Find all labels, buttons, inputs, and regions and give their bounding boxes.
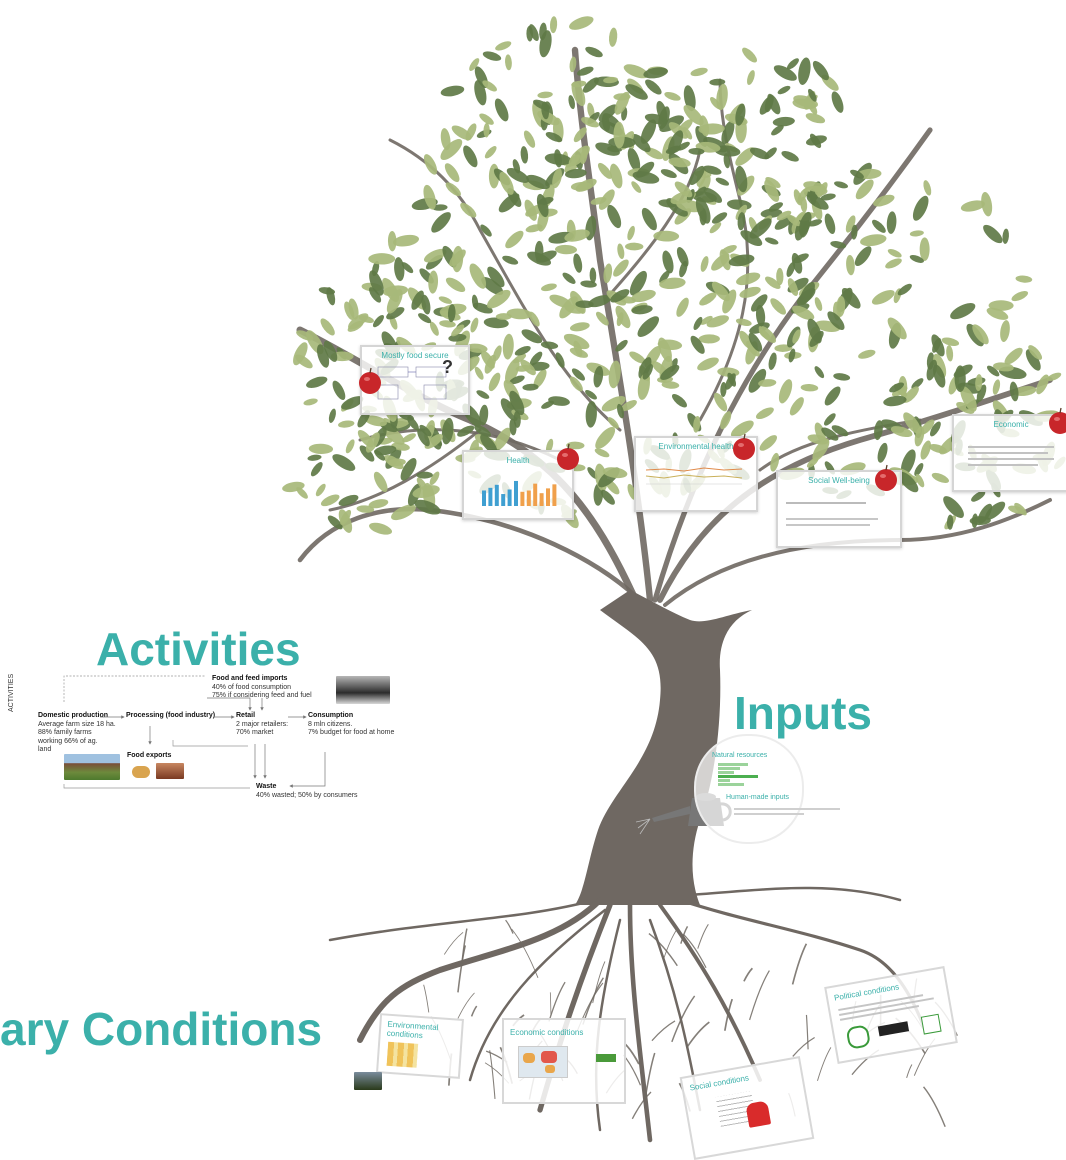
retail-line: 2 major retailers: xyxy=(236,720,289,728)
inputs-circle[interactable] xyxy=(694,734,804,844)
climate-maps xyxy=(386,1041,419,1068)
consumption-line: 8 mln citizens. xyxy=(308,720,353,728)
question-mark-icon: ? xyxy=(442,357,453,377)
natural-resources-chart xyxy=(718,763,758,786)
human-made-inputs-text xyxy=(734,813,804,815)
boundary-conditions-heading: ary Conditions xyxy=(0,1003,323,1055)
consumption-block: Consumption 8 mln citizens. 7% budget fo… xyxy=(308,712,394,738)
exports-block: Food exports xyxy=(127,752,171,761)
card-mostly-food-secure[interactable]: Mostly food secure ? xyxy=(360,345,470,415)
domestic-line: working 66% of ag. xyxy=(38,737,98,745)
farm-photo xyxy=(64,754,120,780)
imports-line: 75% if considering feed and fuel xyxy=(212,692,312,699)
imports-line: 40% of food consumption xyxy=(212,683,291,691)
human-made-inputs-label: Human-made inputs xyxy=(726,794,790,801)
card-economic[interactable]: Economic xyxy=(952,414,1066,492)
card-title: Mostly food secure xyxy=(381,351,449,360)
retail-line: 70% market xyxy=(236,729,274,736)
card-title: Health xyxy=(506,456,530,465)
card-line-thumbnail xyxy=(645,467,743,485)
domestic-line: Average farm size 18 ha. xyxy=(38,720,116,728)
wildlife-photo xyxy=(354,1072,382,1090)
domestic-production-block: Domestic production Average farm size 18… xyxy=(38,712,116,755)
activities-heading: Activities xyxy=(96,623,301,675)
domestic-line: land xyxy=(38,746,52,753)
retail-block: Retail 2 major retailers: 70% market xyxy=(236,712,288,738)
inputs-heading: Inputs xyxy=(734,687,872,739)
processing-title: Processing (food industry) xyxy=(126,712,216,719)
retail-title: Retail xyxy=(236,712,256,719)
world-map-thumbnail xyxy=(518,1046,568,1078)
waste-line: 40% wasted; 50% by consumers xyxy=(256,791,358,799)
processing-block: Processing (food industry) xyxy=(126,712,215,721)
root-card-title: Economic conditions xyxy=(510,1028,584,1037)
cattle-photo xyxy=(336,676,390,704)
domestic-title: Domestic production xyxy=(38,712,109,719)
card-social-wellbeing[interactable]: Social Well-being xyxy=(776,470,902,548)
card-title: Social Well-being xyxy=(808,476,870,485)
root-card-economic[interactable]: Economic conditions xyxy=(502,1018,626,1104)
consumption-line: 7% budget for food at home xyxy=(308,729,395,736)
domestic-line: 88% family farms xyxy=(38,729,92,736)
card-title: Environmental health xyxy=(658,442,734,451)
root-card-title: Social conditions xyxy=(688,1073,750,1093)
logo-seal xyxy=(845,1024,872,1050)
imports-title: Food and feed imports xyxy=(212,675,288,682)
waste-title: Waste xyxy=(256,783,277,790)
exports-title: Food exports xyxy=(127,752,172,759)
card-bar-thumbnail xyxy=(482,480,557,506)
chart-thumbnail xyxy=(596,1054,616,1062)
waste-block: Waste 40% wasted; 50% by consumers xyxy=(256,783,358,800)
meat-photo xyxy=(156,763,184,779)
activities-flow-diagram[interactable]: ACTIVITIES Food and feed imports 40% of … xyxy=(0,672,410,802)
tree-trunk xyxy=(575,590,752,905)
root-card-title: Environmental conditions xyxy=(386,1019,439,1041)
card-title: Economic xyxy=(993,420,1029,429)
logo-emblem xyxy=(920,1013,942,1035)
root-card-environmental[interactable]: Environmental conditions xyxy=(376,1013,464,1079)
person-photo xyxy=(745,1100,772,1128)
flow-arrows xyxy=(63,675,326,789)
card-health[interactable]: Health xyxy=(462,450,574,520)
imports-block: Food and feed imports 40% of food consum… xyxy=(212,675,312,701)
card-environmental-health[interactable]: Environmental health xyxy=(634,436,758,512)
tree-foliage xyxy=(282,16,1066,535)
human-made-inputs-text xyxy=(734,808,840,810)
consumption-title: Consumption xyxy=(308,712,354,719)
potatoes-photo xyxy=(132,766,150,778)
natural-resources-label: Natural resources xyxy=(712,752,768,759)
logo-dark xyxy=(877,1021,910,1037)
